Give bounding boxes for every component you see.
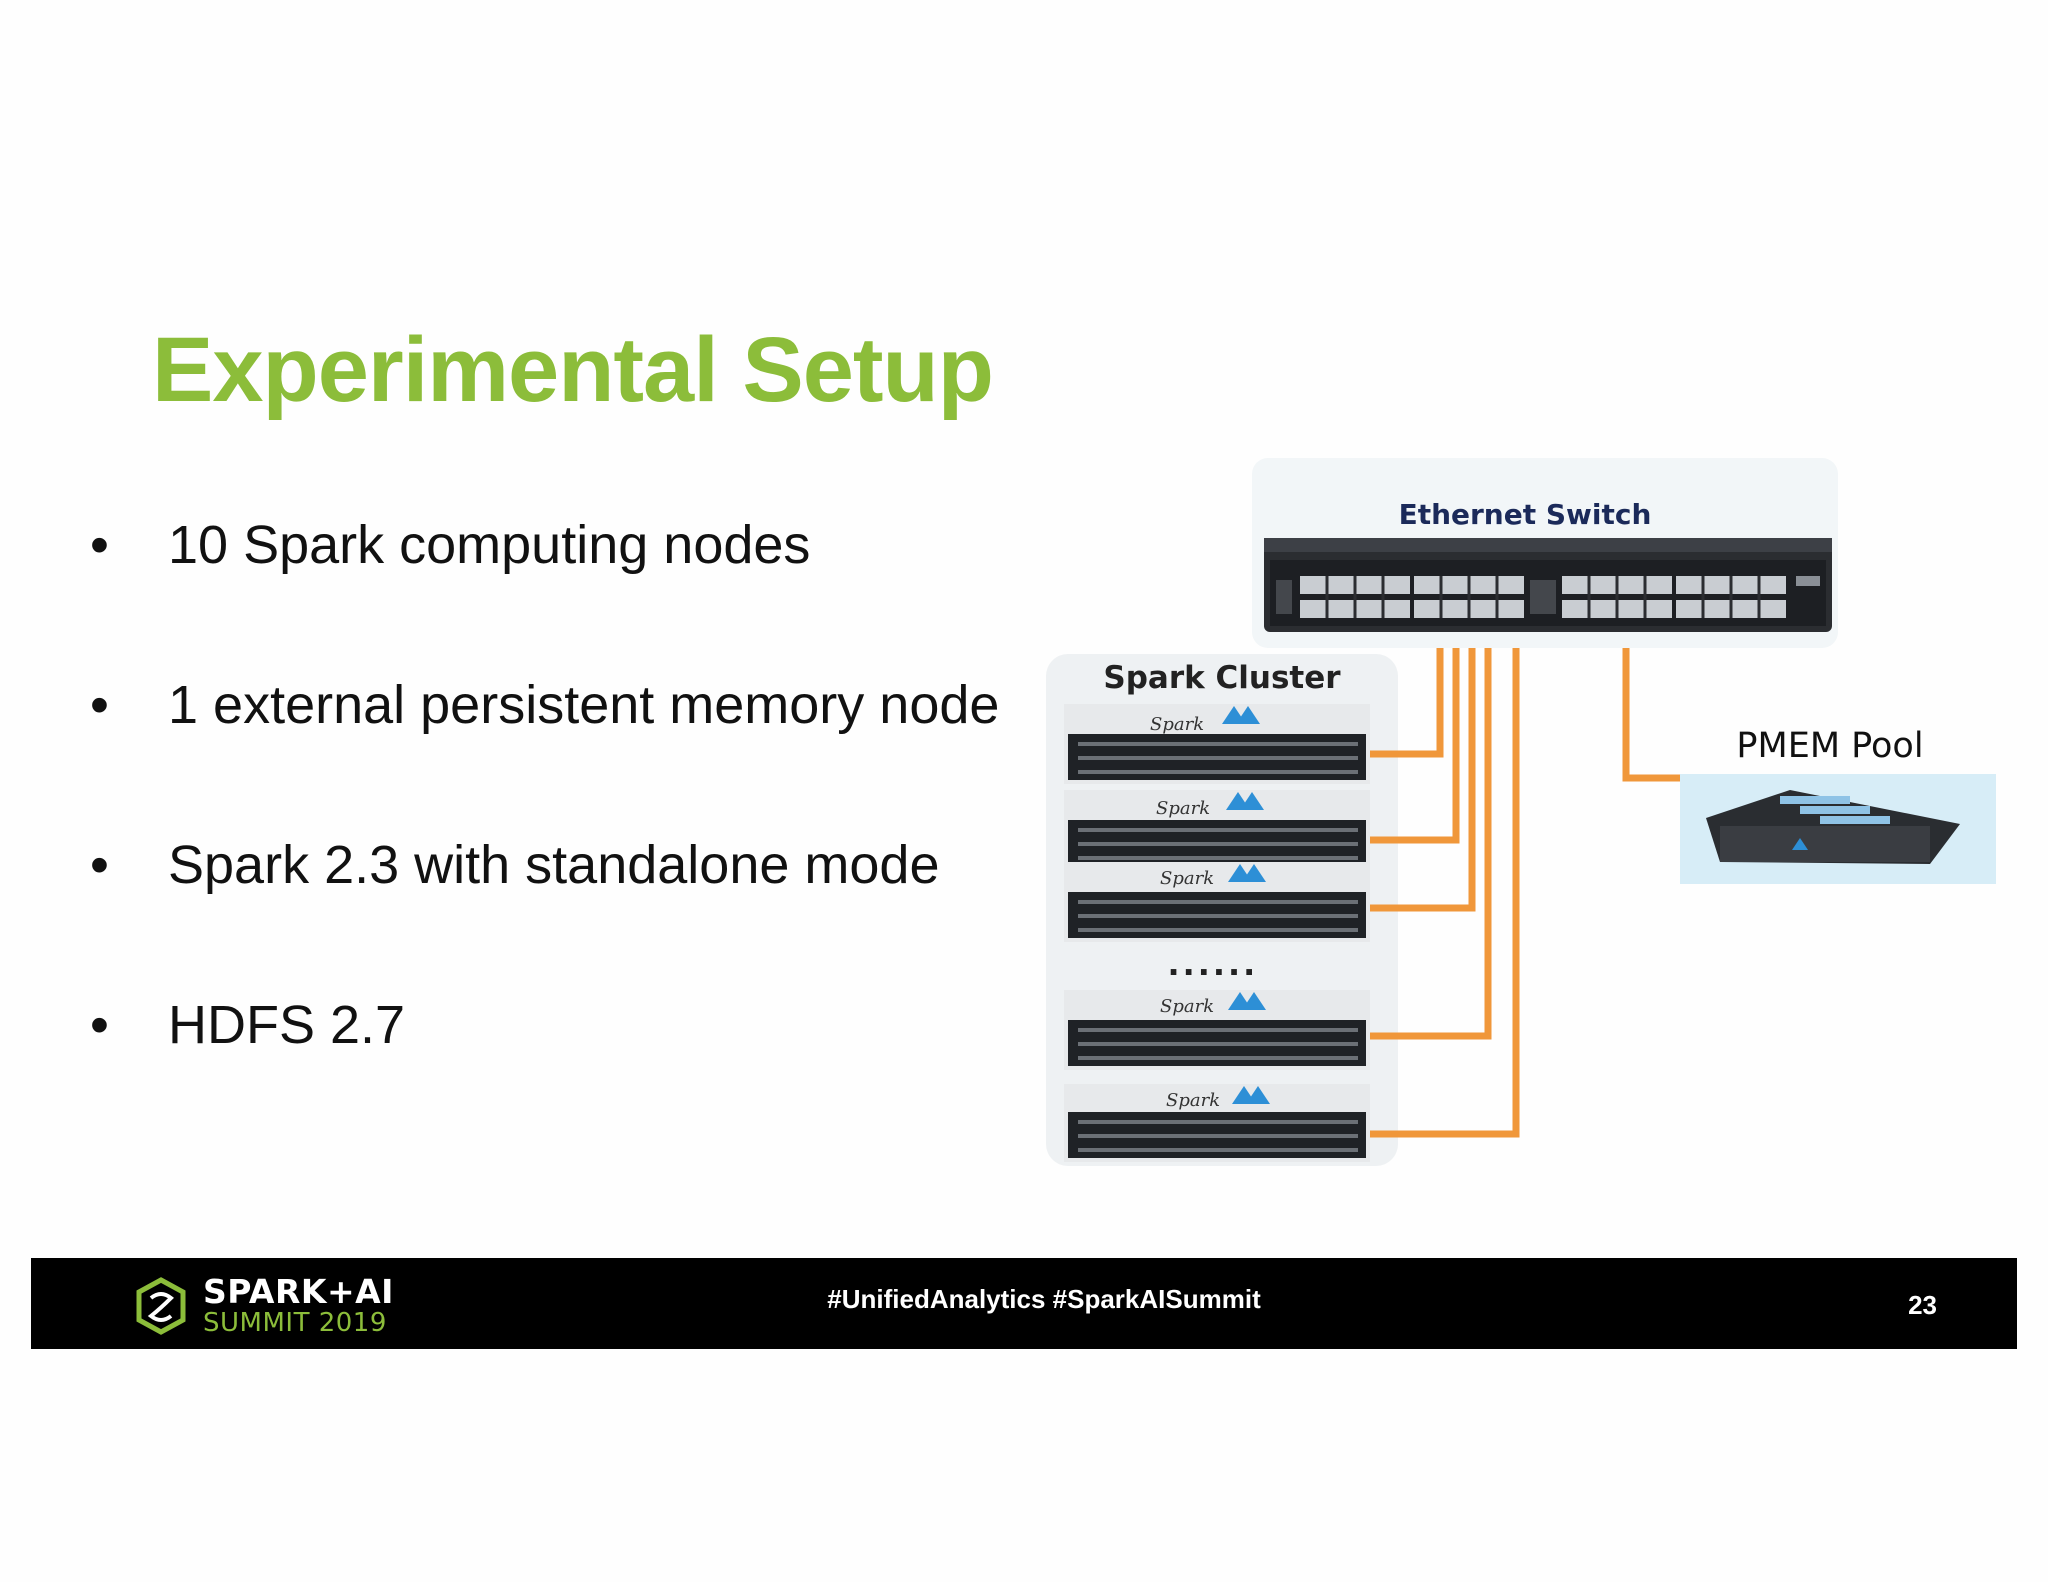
- summit-logo-icon: [136, 1277, 186, 1335]
- ethernet-switch-label: Ethernet Switch: [1398, 498, 1652, 531]
- server-unit: Spark: [1064, 1084, 1370, 1162]
- svg-text:Spark: Spark: [1160, 868, 1214, 889]
- bullet-text: 1 external persistent memory node: [168, 675, 1000, 735]
- bullet-marker: •: [90, 995, 109, 1055]
- ellipsis: ......: [1168, 940, 1259, 984]
- svg-text:Spark: Spark: [1160, 996, 1214, 1017]
- logo-text-bottom: SUMMIT 2019: [203, 1308, 387, 1338]
- footer-hashtags: #UnifiedAnalytics #SparkAISummit: [827, 1284, 1261, 1314]
- ethernet-switch-device: [1264, 538, 1832, 632]
- svg-text:Spark: Spark: [1150, 714, 1204, 735]
- bullet-marker: •: [90, 835, 109, 895]
- svg-text:Spark: Spark: [1166, 1090, 1220, 1111]
- slide-title: Experimental Setup: [152, 319, 994, 421]
- svg-text:Spark: Spark: [1156, 798, 1210, 819]
- cluster-links: [1370, 648, 1682, 1138]
- bullet-marker: •: [90, 675, 109, 735]
- page-number: 23: [1908, 1290, 1937, 1320]
- bullet-text: HDFS 2.7: [168, 995, 406, 1055]
- footer-bar: SPARK+AI SUMMIT 2019 #UnifiedAnalytics #…: [31, 1258, 2017, 1349]
- server-unit: Spark: [1064, 790, 1370, 870]
- bullet-text: 10 Spark computing nodes: [168, 515, 811, 575]
- pmem-pool-device: [1680, 774, 1996, 884]
- bullet-text: Spark 2.3 with standalone mode: [168, 835, 940, 895]
- server-unit: Spark: [1064, 990, 1370, 1070]
- logo-text-top: SPARK+AI: [203, 1272, 394, 1311]
- spark-cluster-label: Spark Cluster: [1103, 660, 1341, 696]
- pmem-pool-label: PMEM Pool: [1736, 726, 1924, 766]
- server-unit: Spark: [1064, 704, 1370, 784]
- server-unit: Spark: [1064, 862, 1370, 942]
- bullet-marker: •: [90, 515, 109, 575]
